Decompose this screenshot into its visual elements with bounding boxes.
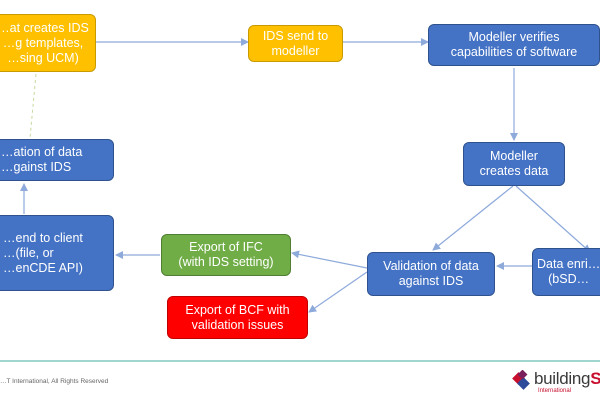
- node-validation-modeller-label: Validation of data against IDS: [383, 259, 479, 288]
- arrow-creates-to-validation: [432, 185, 514, 251]
- node-modeller-creates-data: Modeller creates data: [463, 142, 565, 186]
- node-client-creates-ids: …at creates IDS …g templates, …sing UCM): [0, 14, 96, 72]
- node-ids-send-to-modeller-label: IDS send to modeller: [262, 28, 329, 58]
- arrow-validation-to-bcf: [308, 271, 368, 313]
- node-data-enrichment: Data enri… (bSD…: [532, 248, 600, 296]
- node-export-bcf: Export of BCF with validation issues: [167, 296, 308, 339]
- node-export-ifc-label: Export of IFC (with IDS setting): [178, 240, 274, 269]
- node-validation-client: …ation of data …gainst IDS: [0, 139, 114, 181]
- logo-subtitle: International: [538, 388, 572, 394]
- node-client-creates-ids-label: …at creates IDS …g templates, …sing UCM): [0, 20, 89, 65]
- arrow-creates-to-enrichment: [515, 185, 591, 253]
- node-export-ifc: Export of IFC (with IDS setting): [161, 234, 291, 276]
- node-ids-send-to-modeller: IDS send to modeller: [248, 25, 343, 62]
- node-export-bcf-label: Export of BCF with validation issues: [185, 302, 290, 332]
- node-validation-modeller: Validation of data against IDS: [367, 252, 495, 296]
- buildingsmart-logo: buildingSM International: [510, 368, 600, 400]
- copyright-text: …T International, All Rights Reserved: [0, 378, 109, 385]
- node-validation-client-label: …ation of data …gainst IDS: [1, 145, 83, 174]
- footer-divider: [0, 360, 600, 362]
- node-modeller-verifies: Modeller verifies capabilities of softwa…: [428, 24, 600, 66]
- logo-mark-icon: [512, 370, 530, 390]
- node-modeller-verifies-label: Modeller verifies capabilities of softwa…: [450, 30, 578, 59]
- dashed-link: [29, 73, 37, 139]
- arrow-validation-to-ifc: [291, 250, 368, 269]
- logo-wordmark: buildingSM: [534, 369, 600, 389]
- node-send-to-client: …end to client …(file, or …enCDE API): [0, 215, 114, 291]
- node-data-enrichment-label: Data enri… (bSD…: [537, 257, 600, 286]
- node-send-to-client-label: …end to client …(file, or …enCDE API): [3, 230, 83, 275]
- node-modeller-creates-data-label: Modeller creates data: [479, 149, 549, 178]
- logo-wordmark-main: building: [534, 369, 591, 388]
- logo-wordmark-accent: SM: [590, 369, 600, 388]
